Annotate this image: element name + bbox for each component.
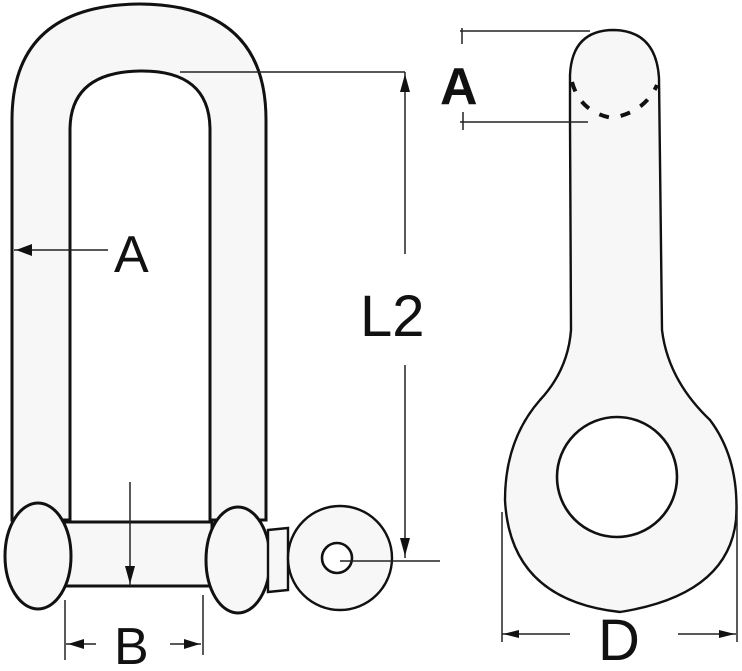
pin-eye-hole <box>320 541 354 575</box>
shackle-side-view <box>503 28 738 614</box>
label-b: B <box>114 618 149 671</box>
shackle-front-view <box>3 2 394 615</box>
label-l2: L2 <box>360 284 425 349</box>
dimension-d: D <box>501 505 738 671</box>
label-a-side: A <box>440 58 478 116</box>
shackle-body-outer <box>10 2 268 522</box>
dimension-l2: L2 <box>180 71 440 562</box>
dimension-a-side: A <box>440 28 590 130</box>
pin-shaft <box>60 520 214 588</box>
pin-boss-left <box>3 501 73 611</box>
pin-boss-right <box>204 505 272 615</box>
label-a-front: A <box>114 226 149 284</box>
side-eye-hole <box>555 415 679 539</box>
label-d: D <box>598 608 640 671</box>
dimension-a-front: A <box>14 226 149 284</box>
pin-neck <box>266 526 290 594</box>
dimension-b: B <box>64 482 204 671</box>
